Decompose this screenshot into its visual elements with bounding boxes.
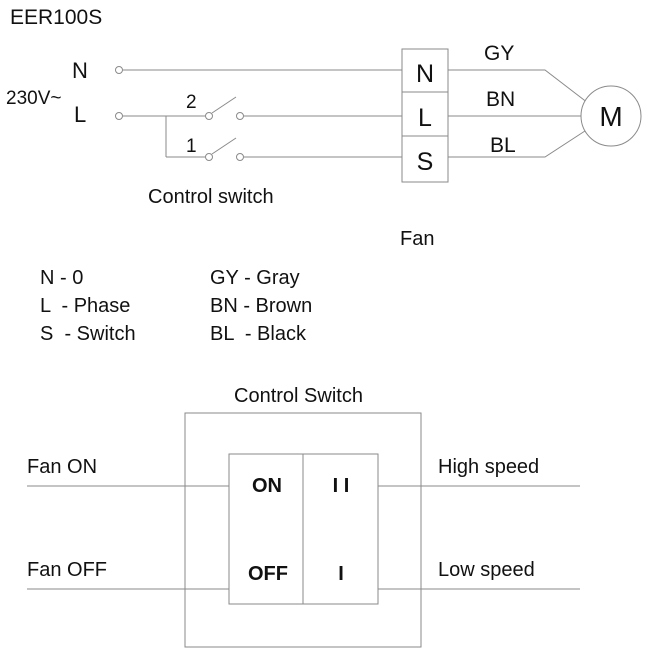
supply-l-pin xyxy=(115,112,123,120)
model-title: EER100S xyxy=(10,6,102,29)
legend-terminal-n: N - 0 xyxy=(40,267,83,289)
gray-wire xyxy=(448,69,589,104)
wire-label-bn: BN xyxy=(486,88,515,111)
supply-l-label: L xyxy=(74,102,86,127)
wire-label-bl: BL xyxy=(490,134,516,157)
terminal-n: N xyxy=(416,60,434,88)
switch-2-pin-a xyxy=(205,112,213,120)
supply-n-pin xyxy=(115,66,123,74)
fan-off-label: Fan OFF xyxy=(27,559,107,581)
switch-1-pin-a xyxy=(205,153,213,161)
legend-color-bn: BN - Brown xyxy=(210,295,312,317)
switch-1-blade xyxy=(211,137,237,155)
control-switch-caption: Control switch xyxy=(148,186,274,208)
legend-terminal-s: S - Switch xyxy=(40,323,136,345)
motor-label: M xyxy=(599,101,622,132)
wire-label-gy: GY xyxy=(484,42,514,65)
terminal-s: S xyxy=(417,148,434,176)
switch-contact-1-label: 1 xyxy=(186,136,197,157)
switch-2-blade xyxy=(211,96,237,114)
switch-1-pin-b xyxy=(236,153,244,161)
switch-contact-2-label: 2 xyxy=(186,92,197,113)
terminal-l: L xyxy=(418,104,432,132)
rocker-on-label: ON xyxy=(252,475,282,497)
fan-on-label: Fan ON xyxy=(27,456,97,478)
power-rocker xyxy=(228,453,304,605)
terminal-block xyxy=(401,48,449,183)
speed-rocker xyxy=(302,453,379,605)
legend-terminal-l: L - Phase xyxy=(40,295,130,317)
black-wire xyxy=(448,128,589,158)
high-speed-label: High speed xyxy=(438,456,539,478)
switch-2-pin-b xyxy=(236,112,244,120)
control-panel-title: Control Switch xyxy=(234,385,363,407)
motor-symbol xyxy=(580,85,642,147)
legend-color-bl: BL - Black xyxy=(210,323,307,345)
supply-voltage-label: 230V~ xyxy=(6,88,61,109)
supply-n-label: N xyxy=(72,58,88,83)
low-speed-label: Low speed xyxy=(438,559,535,581)
legend-color-gy: GY - Gray xyxy=(210,267,300,289)
rocker-off-label: OFF xyxy=(248,563,288,585)
fan-caption: Fan xyxy=(400,228,434,250)
rocker-low-label: I xyxy=(338,563,344,585)
rocker-high-label: I I xyxy=(333,475,350,497)
